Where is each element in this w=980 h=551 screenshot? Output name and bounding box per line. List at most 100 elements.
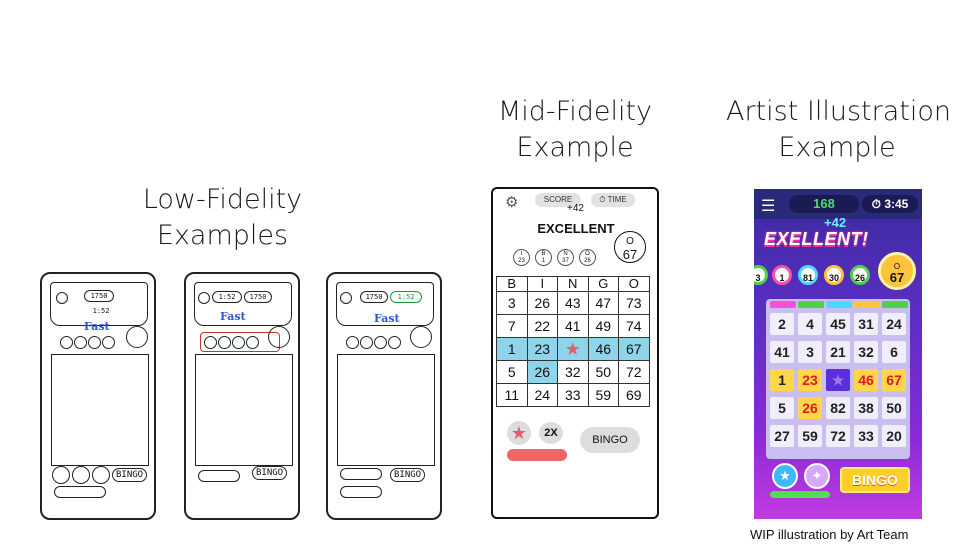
card-cell[interactable]: 50 xyxy=(587,360,619,384)
art-caption: WIP illustration by Art Team xyxy=(750,527,909,542)
card-cell[interactable]: 67 xyxy=(882,369,906,391)
card-cell[interactable]: 41 xyxy=(557,314,589,338)
power-meter xyxy=(770,491,830,498)
power-meter xyxy=(507,449,567,461)
excellent-label: EXCELLENT xyxy=(537,221,615,236)
star-powerup-icon[interactable]: ★ xyxy=(507,421,531,445)
card-cell[interactable]: 26 xyxy=(798,397,822,419)
card-cell[interactable]: 74 xyxy=(618,314,650,338)
card-cell[interactable]: 23 xyxy=(798,369,822,391)
card-cell[interactable]: 38 xyxy=(854,397,878,419)
card-cell[interactable]: 1 xyxy=(770,369,794,391)
card-cell[interactable]: 49 xyxy=(587,314,619,338)
score-chip: SCORE xyxy=(535,193,581,207)
art-excellent-banner: EXELLENT! xyxy=(764,229,869,249)
sketch-timer: 1:52 xyxy=(212,291,242,303)
free-star-cell[interactable]: ★ xyxy=(826,369,850,391)
sketch-bar xyxy=(54,486,106,498)
card-cell[interactable]: 31 xyxy=(854,313,878,335)
column-tab-i xyxy=(798,301,824,308)
card-row: 11 24 33 59 69 xyxy=(496,383,650,407)
column-header: I xyxy=(526,276,558,292)
gear-icon xyxy=(56,292,68,304)
menu-icon[interactable]: ☰ xyxy=(761,198,776,215)
current-ball-letter: O xyxy=(626,236,634,247)
art-column-tabs xyxy=(768,301,908,308)
sketch-board xyxy=(51,354,149,466)
sketch-ball xyxy=(204,336,217,349)
card-cell[interactable]: 6 xyxy=(882,341,906,363)
column-tab-b xyxy=(770,301,796,308)
card-cell[interactable]: 67 xyxy=(618,337,650,361)
multiplier-button[interactable]: 2X xyxy=(539,422,563,444)
card-cell[interactable]: 3 xyxy=(496,291,528,315)
sketch-score: 1750 xyxy=(360,291,388,303)
card-cell[interactable]: 46 xyxy=(587,337,619,361)
card-cell[interactable]: 46 xyxy=(854,369,878,391)
sketch-fast-label: Fast xyxy=(220,310,246,323)
ball-number: 26 xyxy=(584,258,591,264)
card-cell[interactable]: 33 xyxy=(557,383,589,407)
card-cell[interactable]: 26 xyxy=(526,360,558,384)
sketch-ball xyxy=(360,336,373,349)
score-label: SCORE xyxy=(543,195,573,204)
card-cell[interactable]: 3 xyxy=(798,341,822,363)
sketch-ball xyxy=(60,336,73,349)
free-star-cell[interactable]: ★ xyxy=(557,337,589,361)
title-line: Example xyxy=(778,132,896,163)
sketch-ball xyxy=(246,336,259,349)
sketch-phone-1: 1750 1:52 Fast BINGO xyxy=(40,272,156,520)
sketch-bar xyxy=(198,470,240,482)
sketch-big-ball xyxy=(268,326,290,348)
card-cell[interactable]: 2 xyxy=(770,313,794,335)
gear-icon[interactable]: ⚙ xyxy=(505,194,519,211)
card-cell[interactable]: 72 xyxy=(826,425,850,447)
card-cell[interactable]: 32 xyxy=(557,360,589,384)
current-ball-number: 67 xyxy=(622,247,638,262)
card-cell[interactable]: 72 xyxy=(618,360,650,384)
card-cell[interactable]: 23 xyxy=(526,337,558,361)
card-cell[interactable]: 47 xyxy=(587,291,619,315)
called-ball: 3 xyxy=(754,265,768,285)
card-cell[interactable]: 45 xyxy=(826,313,850,335)
bingo-card: B I N G O 3 26 43 47 73 7 22 41 49 74 1 … xyxy=(496,276,650,407)
card-cell[interactable]: 26 xyxy=(526,291,558,315)
card-cell[interactable]: 24 xyxy=(882,313,906,335)
multiplier-powerup-icon[interactable]: ✦ xyxy=(804,463,830,489)
card-cell[interactable]: 59 xyxy=(587,383,619,407)
ball-number: 23 xyxy=(518,258,525,264)
sketch-ball xyxy=(218,336,231,349)
card-cell[interactable]: 22 xyxy=(526,314,558,338)
card-cell[interactable]: 21 xyxy=(826,341,850,363)
card-cell[interactable]: 32 xyxy=(854,341,878,363)
card-cell[interactable]: 5 xyxy=(770,397,794,419)
sketch-board xyxy=(337,354,435,466)
art-timer: ⏱ 3:45 xyxy=(862,195,918,213)
card-cell[interactable]: 73 xyxy=(618,291,650,315)
card-cell[interactable]: 11 xyxy=(496,383,528,407)
sketch-ball xyxy=(102,336,115,349)
star-powerup-icon[interactable]: ★ xyxy=(772,463,798,489)
card-cell[interactable]: 1 xyxy=(496,337,528,361)
sketch-board xyxy=(195,354,293,466)
card-cell[interactable]: 4 xyxy=(798,313,822,335)
card-cell[interactable]: 5 xyxy=(496,360,528,384)
card-cell[interactable]: 41 xyxy=(770,341,794,363)
bingo-button[interactable]: BINGO xyxy=(840,467,910,493)
sketch-bar xyxy=(340,468,382,480)
card-cell[interactable]: 33 xyxy=(854,425,878,447)
sketch-powerup xyxy=(72,466,90,484)
card-cell[interactable]: 20 xyxy=(882,425,906,447)
card-cell[interactable]: 27 xyxy=(770,425,794,447)
bingo-button[interactable]: BINGO xyxy=(580,427,640,453)
card-cell[interactable]: 69 xyxy=(618,383,650,407)
card-cell[interactable]: 43 xyxy=(557,291,589,315)
card-cell[interactable]: 50 xyxy=(882,397,906,419)
card-cell[interactable]: 59 xyxy=(798,425,822,447)
card-cell[interactable]: 82 xyxy=(826,397,850,419)
card-cell[interactable]: 24 xyxy=(526,383,558,407)
card-cell[interactable]: 7 xyxy=(496,314,528,338)
art-score-plus: +42 xyxy=(824,215,847,230)
card-header-row: B I N G O xyxy=(496,276,650,292)
